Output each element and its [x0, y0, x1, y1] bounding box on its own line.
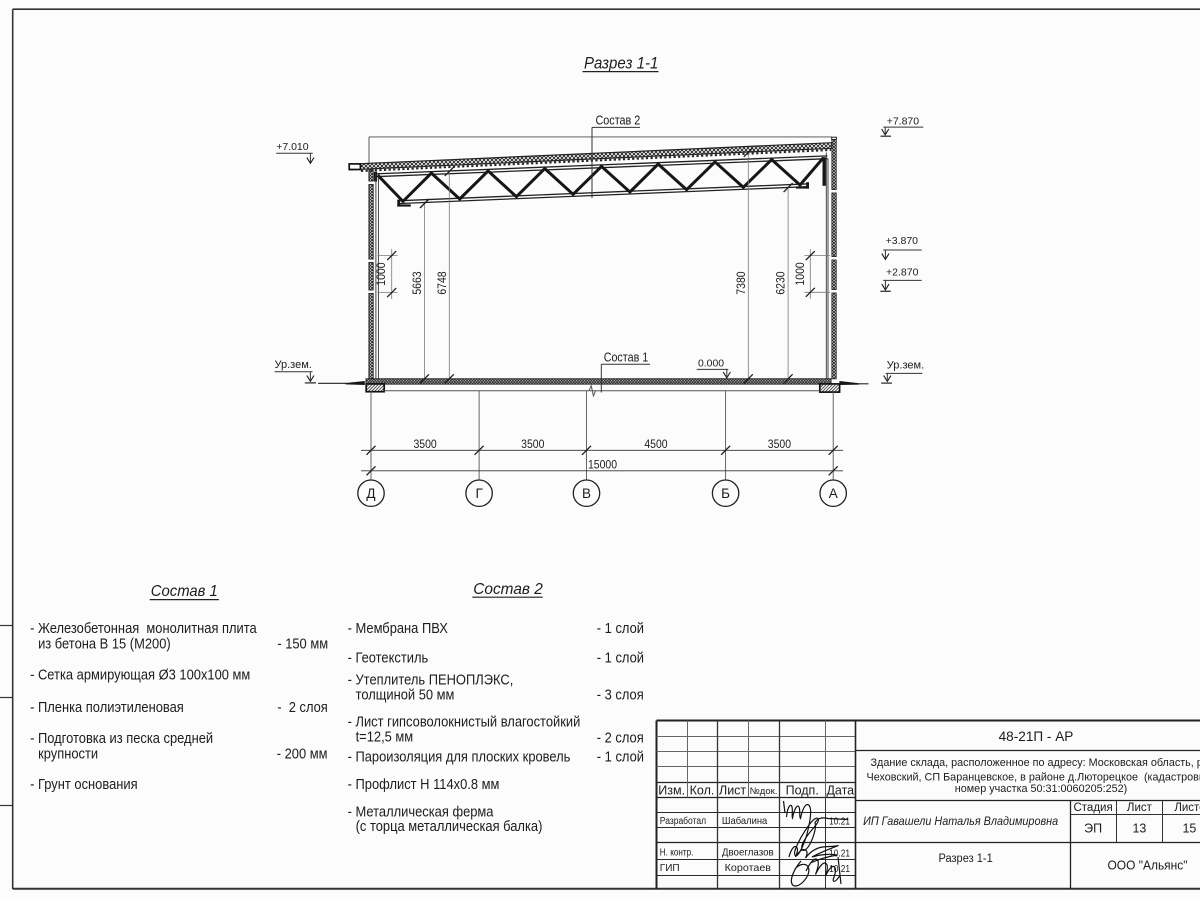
svg-text:1000: 1000	[795, 262, 807, 285]
svg-text:- Утеплитель ПЕНОПЛЭКС,: - Утеплитель ПЕНОПЛЭКС,	[348, 672, 514, 688]
svg-text:3500: 3500	[521, 439, 544, 451]
svg-text:- 1 слой: - 1 слой	[597, 749, 644, 765]
svg-text:Изм.: Изм.	[658, 783, 685, 797]
svg-text:- Подготовка из песка средней: - Подготовка из песка средней	[30, 731, 213, 747]
svg-text:(с торца металлическая балка): (с торца металлическая балка)	[356, 819, 543, 835]
svg-text:ИП Гавашели Наталья Владимиров: ИП Гавашели Наталья Владимировна	[863, 814, 1058, 828]
svg-text:15000: 15000	[588, 459, 617, 471]
svg-text:крупности: крупности	[38, 747, 98, 763]
svg-text:- Мембрана ПВХ: - Мембрана ПВХ	[348, 621, 449, 637]
svg-text:7380: 7380	[736, 271, 748, 294]
svg-text:- Пленка полиэтиленовая: - Пленка полиэтиленовая	[30, 700, 184, 716]
svg-text:- Грунт основания: - Грунт основания	[30, 777, 138, 793]
svg-text:- 150 мм: - 150 мм	[277, 636, 328, 652]
svg-text:- Профлист Н 114х0.8 мм: - Профлист Н 114х0.8 мм	[348, 777, 500, 793]
svg-text:10.21: 10.21	[829, 817, 850, 828]
svg-text:- 2 слоя: - 2 слоя	[597, 730, 644, 746]
svg-text:1000: 1000	[376, 262, 388, 285]
svg-text:Здание склада, расположенное п: Здание склада, расположенное по адресу: …	[871, 757, 1200, 769]
svg-text:+2.870: +2.870	[886, 266, 919, 278]
svg-text:из бетона В 15 (М200): из бетона В 15 (М200)	[38, 636, 171, 652]
svg-text:Листов: Листов	[1174, 802, 1200, 814]
svg-text:- Железобетонная монолитная п: - Железобетонная монолитная плита	[30, 621, 257, 637]
svg-text:- Металлическая ферма: - Металлическая ферма	[348, 804, 494, 820]
svg-text:ООО "Альянс": ООО "Альянс"	[1108, 859, 1188, 873]
svg-text:Подп.: Подп.	[786, 783, 819, 797]
svg-text:- 2 слоя: - 2 слоя	[277, 700, 328, 716]
svg-text:- 200 мм: - 200 мм	[277, 747, 328, 763]
svg-text:Коротаев: Коротаев	[725, 862, 772, 874]
svg-text:Состав 2: Состав 2	[596, 114, 641, 128]
svg-text:- Лист гипсоволокнистый влагос: - Лист гипсоволокнистый влагостойкий	[348, 715, 581, 731]
svg-text:Разрез 1-1: Разрез 1-1	[584, 54, 658, 72]
svg-text:+3.870: +3.870	[886, 235, 919, 247]
svg-text:5663: 5663	[412, 271, 424, 294]
svg-text:В: В	[582, 486, 591, 501]
svg-text:- 1 слой: - 1 слой	[597, 621, 644, 637]
svg-text:Лист: Лист	[719, 783, 746, 797]
svg-text:ГИП: ГИП	[660, 863, 680, 874]
svg-text:Состав 1: Состав 1	[604, 350, 649, 364]
svg-text:- 3 слоя: - 3 слоя	[597, 688, 644, 704]
svg-text:Разработал: Разработал	[660, 815, 706, 827]
svg-text:0.000: 0.000	[698, 358, 724, 370]
svg-text:3500: 3500	[413, 439, 436, 451]
svg-text:А: А	[829, 486, 838, 501]
svg-text:Ур.зем.: Ур.зем.	[887, 360, 924, 372]
svg-text:- Геотекстиль: - Геотекстиль	[348, 650, 429, 666]
svg-text:Г: Г	[475, 486, 483, 501]
svg-text:Д: Д	[366, 486, 375, 501]
svg-text:+7.010: +7.010	[276, 141, 309, 153]
svg-text:№док.: №док.	[750, 786, 778, 797]
svg-text:толщиной 50 мм: толщиной 50 мм	[356, 688, 455, 704]
svg-text:- Пароизоляция для плоских кро: - Пароизоляция для плоских кровель	[348, 749, 571, 765]
svg-text:6230: 6230	[776, 271, 788, 294]
svg-text:10.21: 10.21	[829, 848, 850, 859]
svg-text:15: 15	[1182, 821, 1196, 835]
svg-text:Шабалина: Шабалина	[722, 815, 768, 827]
svg-text:Стадия: Стадия	[1073, 802, 1112, 814]
svg-text:- 1 слой: - 1 слой	[597, 650, 644, 666]
svg-text:Дата: Дата	[826, 783, 854, 797]
svg-text:Разрез 1-1: Разрез 1-1	[938, 853, 992, 865]
svg-text:номер участка 50:31:0060205:25: номер участка 50:31:0060205:252)	[955, 783, 1127, 795]
svg-text:4500: 4500	[644, 439, 667, 451]
svg-text:+7.870: +7.870	[887, 116, 920, 128]
svg-text:6748: 6748	[437, 271, 449, 294]
svg-text:Двоеглазов: Двоеглазов	[722, 847, 774, 859]
svg-text:ЭП: ЭП	[1084, 821, 1102, 835]
svg-text:t=12,5 мм: t=12,5 мм	[356, 730, 414, 746]
svg-text:Кол.: Кол.	[690, 783, 715, 797]
svg-text:Лист: Лист	[1127, 802, 1153, 814]
svg-text:- Сетка армирующая Ø3 100х100: - Сетка армирующая Ø3 100х100 мм	[30, 667, 250, 683]
svg-text:Б: Б	[721, 486, 730, 501]
svg-text:Состав 1: Состав 1	[151, 583, 218, 600]
svg-text:Ур.зем.: Ур.зем.	[275, 359, 312, 371]
svg-text:48-21П - АР: 48-21П - АР	[999, 729, 1074, 744]
svg-text:Состав 2: Состав 2	[473, 581, 543, 598]
svg-text:Чеховский, СП Баранцевское, в: Чеховский, СП Баранцевское, в районе д.Л…	[867, 771, 1200, 783]
svg-text:Н. контр.: Н. контр.	[660, 848, 694, 859]
svg-text:3500: 3500	[768, 439, 791, 451]
svg-text:13: 13	[1132, 821, 1146, 835]
